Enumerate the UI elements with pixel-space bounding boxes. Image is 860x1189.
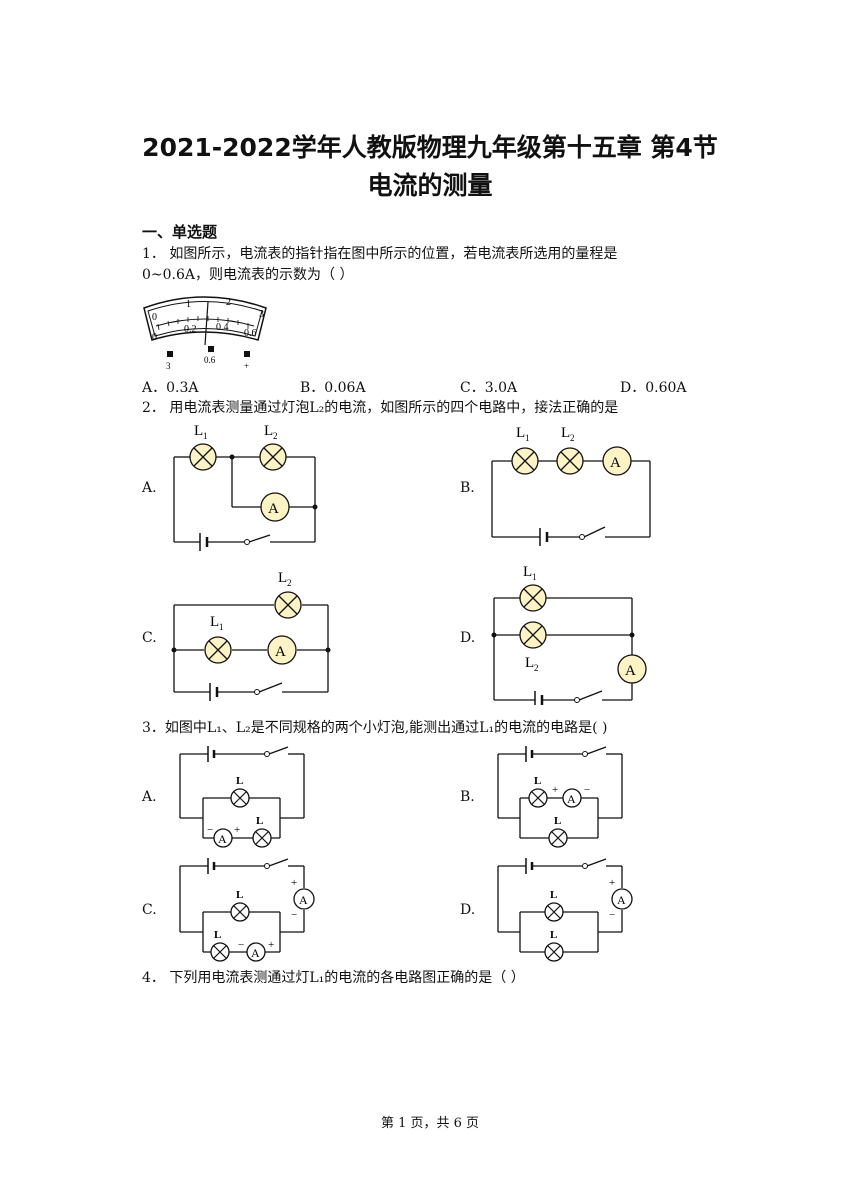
q1-option-b[interactable]: B．0.06A	[300, 380, 366, 396]
page-title-line1: 2021-2022学年人教版物理九年级第十五章 第4节	[142, 133, 718, 162]
svg-text:L: L	[214, 929, 221, 941]
plus-sign: +	[291, 877, 297, 889]
terminal-06: 0.6	[204, 355, 216, 365]
svg-text:L: L	[256, 815, 263, 827]
l2-label: L	[525, 655, 534, 671]
q2-option-a-label[interactable]: A.	[142, 480, 157, 496]
meter-top-3: 3	[259, 309, 264, 320]
q3-option-a-label[interactable]: A.	[142, 789, 157, 805]
l2-label: L	[264, 423, 273, 439]
svg-text:L: L	[550, 889, 557, 901]
ammeter-label: A	[567, 792, 576, 806]
svg-text:L: L	[550, 929, 557, 941]
meter-bottom-02: 0.2	[184, 324, 197, 335]
q2-option-b-label[interactable]: B.	[460, 480, 475, 496]
ammeter-label: A	[268, 501, 279, 517]
terminal-plus: +	[244, 361, 249, 371]
l1-label: L	[523, 564, 532, 580]
svg-text:L: L	[554, 815, 561, 827]
l2-label: L	[561, 425, 570, 441]
minus-sign: −	[207, 824, 213, 836]
ammeter-label: A	[218, 832, 227, 846]
l1-label: L	[516, 425, 525, 441]
meter-bottom-0: 0	[152, 332, 157, 343]
q2-circuit-a: A L 1 L 2	[173, 423, 318, 551]
q3-circuit-a: A − + L L	[179, 746, 305, 848]
l2-sub: 2	[273, 431, 278, 441]
q2-option-c-label[interactable]: C.	[142, 630, 157, 646]
l1-label: L	[194, 423, 203, 439]
q3-circuit-d: A + − L L	[497, 858, 633, 962]
question-1-line1: 1． 如图所示，电流表的指针指在图中所示的位置，若电流表所选用的量程是	[142, 246, 618, 262]
plus-sign: +	[234, 824, 240, 836]
meter-top-2: 2	[226, 297, 231, 308]
q2-circuit-b: A L 1 L 2	[491, 425, 651, 546]
l1-sub: 1	[203, 431, 208, 441]
l1-label: L	[210, 614, 219, 630]
meter-bottom-04: 0.4	[216, 322, 229, 333]
ammeter-label: A	[275, 644, 286, 660]
q3-option-c-label[interactable]: C.	[142, 902, 157, 918]
plus-sign: +	[552, 784, 558, 796]
q3-circuit-c: A + − A − + L L	[179, 858, 315, 962]
q2-option-d-label[interactable]: D.	[460, 630, 476, 646]
q1-option-a[interactable]: A．0.3A	[142, 380, 199, 396]
q1-option-d[interactable]: D．0.60A	[620, 380, 687, 396]
ammeter-dial-figure: 0 1 2 3 0 0.2 0.4 0.6 3 0.6 +	[143, 296, 267, 371]
terminal-3: 3	[166, 361, 171, 371]
l1-sub: 1	[525, 433, 530, 443]
q3-option-b-label[interactable]: B.	[460, 789, 475, 805]
l2-sub: 2	[287, 578, 292, 588]
minus-sign: −	[238, 939, 244, 951]
minus-sign: −	[609, 909, 615, 921]
svg-text:L: L	[534, 775, 541, 787]
ammeter-label: A	[251, 946, 260, 960]
q1-option-c[interactable]: C．3.0A	[460, 380, 518, 396]
page-footer: 第 1 页，共 6 页	[380, 1116, 480, 1131]
l2-sub: 2	[534, 663, 539, 673]
section-heading: 一、单选题	[142, 223, 218, 241]
meter-top-1: 1	[186, 299, 191, 310]
ammeter-label: A	[625, 663, 636, 679]
l2-sub: 2	[570, 433, 575, 443]
l1-sub: 1	[219, 622, 224, 632]
q3-option-d-label[interactable]: D.	[460, 902, 476, 918]
q2-circuit-d: A L 1 L 2	[491, 564, 647, 705]
ammeter-label: A	[617, 893, 626, 907]
minus-sign: −	[584, 784, 590, 796]
question-4-text: 4． 下列用电流表测通过灯L₁的电流的各电路图正确的是（ ）	[142, 970, 525, 986]
meter-top-0: 0	[152, 312, 157, 323]
minus-sign: −	[291, 909, 297, 921]
question-1-line2: 0~0.6A，则电流表的示数为（ ）	[142, 267, 354, 283]
question-2-text: 2． 用电流表测量通过灯泡L₂的电流，如图所示的四个电路中，接法正确的是	[142, 400, 619, 416]
plus-sign: +	[268, 939, 274, 951]
l1-sub: 1	[532, 572, 537, 582]
svg-text:L: L	[236, 775, 243, 787]
q2-circuit-c: A L 2 L 1	[171, 570, 331, 701]
meter-needle	[204, 301, 209, 346]
ammeter-label: A	[610, 455, 621, 471]
page-title-line2: 电流的测量	[367, 171, 493, 200]
plus-sign: +	[609, 877, 615, 889]
meter-bottom-06: 0.6	[244, 328, 257, 339]
svg-text:L: L	[236, 889, 243, 901]
ammeter-label: A	[299, 893, 308, 907]
question-3-text: 3．如图中L₁、L₂是不同规格的两个小灯泡,能测出通过L₁的电流的电路是( )	[142, 720, 608, 736]
l2-label: L	[278, 570, 287, 586]
q3-circuit-b: A + − L L	[497, 746, 623, 848]
